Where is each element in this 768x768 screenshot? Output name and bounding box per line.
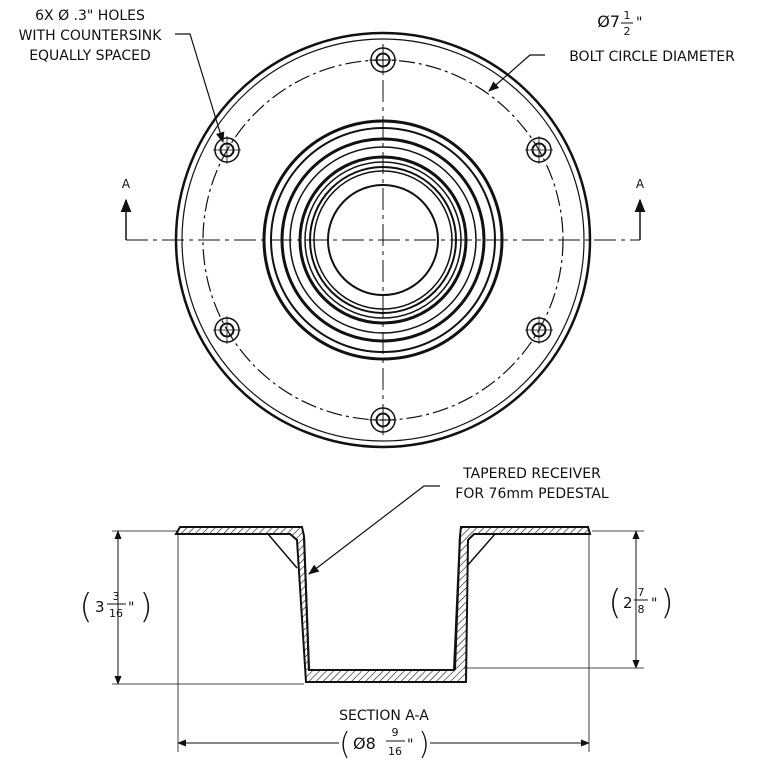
section-title: SECTION A-A <box>339 708 429 724</box>
section-marker-left-label: A <box>122 177 131 191</box>
dimension-diameter-open-paren: ( <box>339 727 351 762</box>
dimension-height-right-whole: 2 <box>623 594 633 612</box>
hole-note: 6X Ø .3" HOLES WITH COUNTERSINK EQUALLY … <box>19 8 225 144</box>
dimension-height-left-open-paren: ( <box>79 587 92 627</box>
dimension-diameter-denominator: 16 <box>388 745 402 758</box>
section-marker-right: A <box>634 177 646 240</box>
section-hatched-body <box>174 526 592 683</box>
top-view: A A 6X Ø .3" HOLES WITH COUNTERSINK EQUA… <box>19 8 735 449</box>
hole-note-line3: EQUALLY SPACED <box>29 48 151 64</box>
bolt-hole <box>369 406 397 434</box>
receiver-callout-line2: FOR 76mm PEDESTAL <box>455 486 609 502</box>
dimension-height-right-close-paren: ) <box>660 583 673 623</box>
dimension-height-left-denominator: 16 <box>109 607 123 620</box>
dimension-height-left-unit: " <box>128 600 134 616</box>
section-marker-right-label: A <box>636 177 645 191</box>
dimension-height-right-denominator: 8 <box>638 603 645 616</box>
bolt-circle-diameter-unit: " <box>636 15 642 31</box>
dimension-height-right-open-paren: ( <box>608 583 621 623</box>
dimension-diameter-numerator: 9 <box>392 726 399 739</box>
section-marker-left: A <box>120 177 132 240</box>
center-lines <box>126 44 640 436</box>
dimension-height-left-numerator: 3 <box>113 590 120 603</box>
dimension-height-left: ( 3 3 16 " ) <box>79 530 153 685</box>
hole-note-line2: WITH COUNTERSINK <box>19 28 163 44</box>
bolt-circle-diameter-numerator: 1 <box>624 9 631 22</box>
dimension-diameter-bottom: ( Ø8 9 16 " ) <box>177 726 590 762</box>
dimension-diameter-unit: " <box>407 737 413 753</box>
bolt-holes <box>213 46 553 434</box>
bolt-circle-diameter-denominator: 2 <box>624 25 631 38</box>
dimension-height-right-numerator: 7 <box>638 586 645 599</box>
dimension-height-left-whole: 3 <box>95 598 105 616</box>
bolt-circle-label: BOLT CIRCLE DIAMETER <box>569 49 735 65</box>
dimension-diameter-prefix: Ø8 <box>353 734 376 753</box>
receiver-callout-line1: TAPERED RECEIVER <box>462 466 601 482</box>
dimension-height-right: ( 2 7 8 " ) <box>608 530 674 669</box>
bolt-circle-leader <box>488 54 545 92</box>
dimension-height-right-unit: " <box>651 596 657 612</box>
bolt-hole <box>525 136 553 164</box>
dimension-height-left-close-paren: ) <box>139 587 152 627</box>
bolt-hole <box>213 316 241 344</box>
bolt-circle-diameter-prefix: Ø7 <box>597 12 620 31</box>
section-view: ( 3 3 16 " ) ( 2 7 8 " ) SECTION A-A ( Ø… <box>79 466 673 762</box>
dimension-diameter-close-paren: ) <box>418 727 430 762</box>
hole-note-line1: 6X Ø .3" HOLES <box>35 8 145 24</box>
hole-note-leader <box>175 33 225 144</box>
receiver-callout-leader <box>308 485 440 575</box>
bolt-circle-note: Ø7 1 2 " BOLT CIRCLE DIAMETER <box>488 9 735 92</box>
bolt-hole <box>525 316 553 344</box>
bolt-hole <box>213 136 241 164</box>
receiver-callout: TAPERED RECEIVER FOR 76mm PEDESTAL <box>308 466 609 575</box>
bolt-hole <box>369 46 397 74</box>
